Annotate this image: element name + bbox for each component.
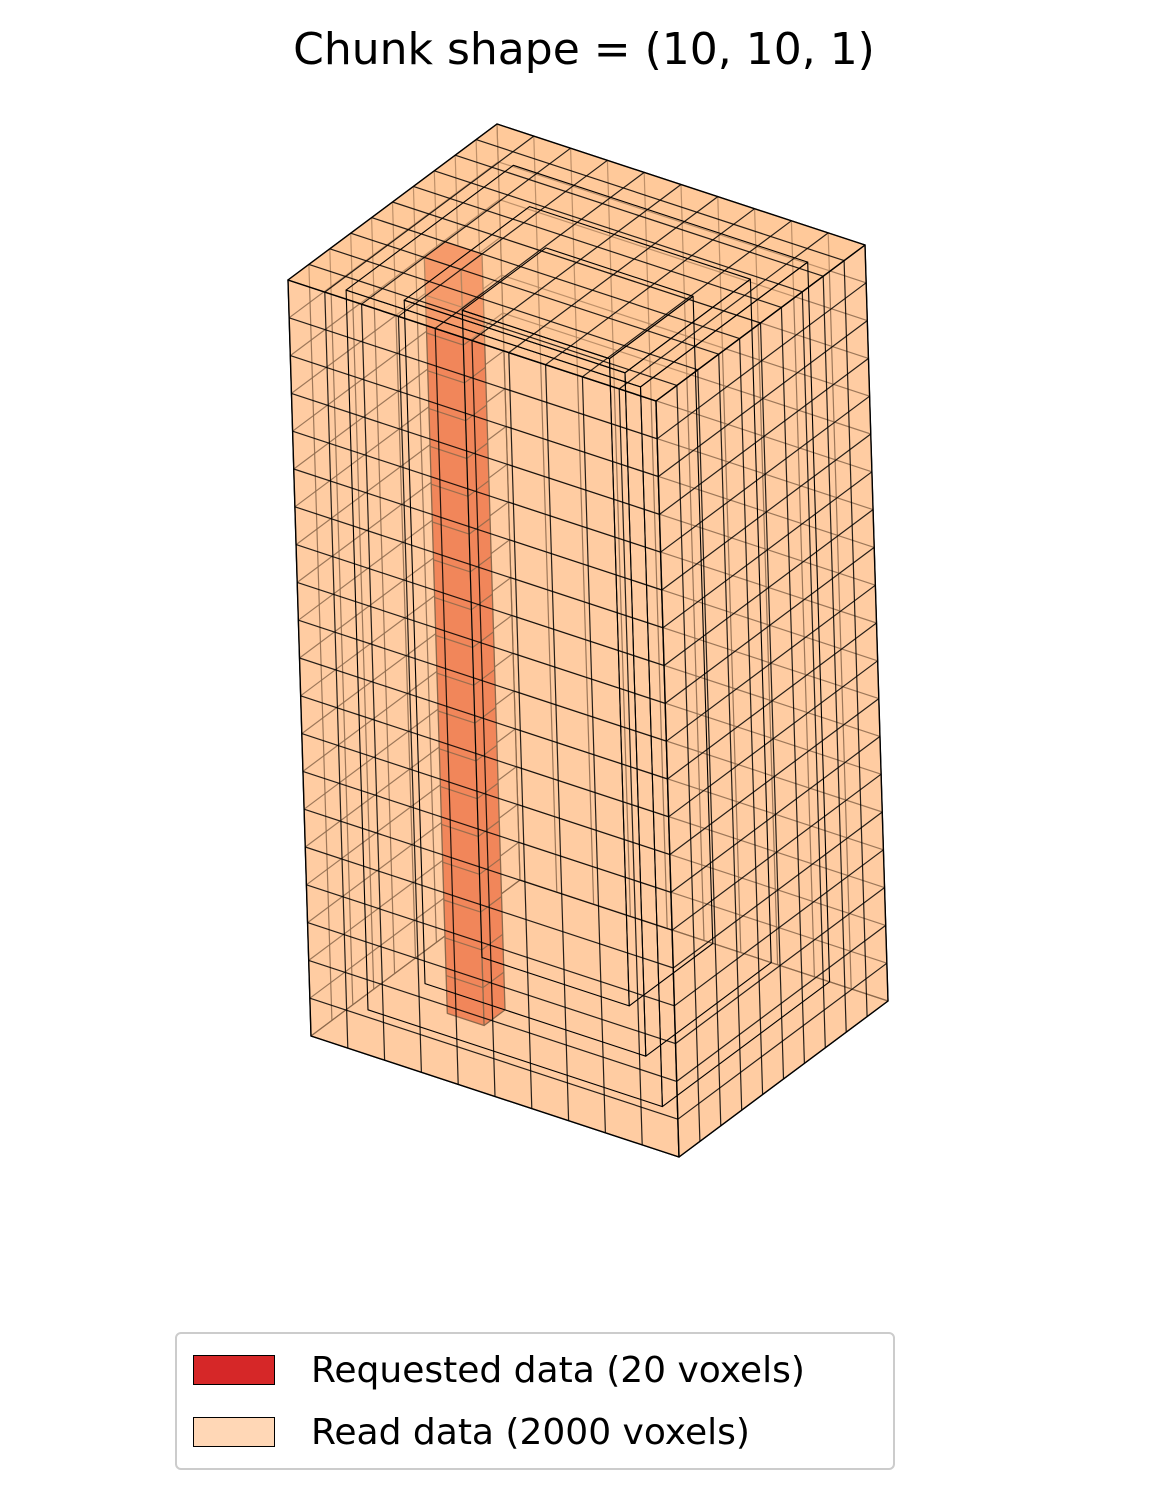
right-grid-line — [668, 660, 878, 818]
front-grid-line — [305, 846, 674, 969]
right-grid-line — [667, 622, 877, 780]
front-grid-line — [297, 581, 666, 704]
right-grid-line — [657, 320, 868, 478]
legend-item-read: Read data (2000 voxels) — [193, 1411, 750, 1453]
right-grid-line — [656, 282, 867, 440]
legend-label-read: Read data (2000 voxels) — [311, 1411, 750, 1453]
legend-swatch-requested — [193, 1355, 275, 1385]
top-grid-line — [308, 263, 678, 386]
right-grid-line — [660, 395, 870, 553]
front-grid-line — [300, 695, 669, 818]
front-grid-line — [308, 959, 677, 1082]
legend: Requested data (20 voxels) Read data (20… — [175, 1332, 895, 1470]
right-grid-line — [675, 887, 885, 1045]
front-grid-line — [306, 884, 675, 1007]
front-grid-line — [292, 430, 661, 553]
front-grid-line — [307, 922, 676, 1045]
front-grid-line — [293, 468, 662, 591]
front-grid-line — [309, 997, 679, 1120]
right-grid-line — [664, 546, 875, 704]
inner-shell-side — [624, 278, 772, 1057]
right-grid-line — [674, 849, 884, 1007]
top-grid-line — [434, 170, 803, 293]
right-grid-line — [662, 471, 873, 629]
inner-shell-side — [608, 295, 714, 1007]
front-grid-line — [288, 317, 658, 440]
right-grid-line — [677, 962, 888, 1120]
front-grid-line — [303, 808, 673, 931]
chart-title: Chunk shape = (10, 10, 1) — [293, 24, 875, 75]
legend-label-requested: Requested data (20 voxels) — [311, 1349, 805, 1391]
front-grid-line — [301, 733, 670, 856]
right-grid-line — [676, 924, 887, 1082]
top-grid-line — [392, 201, 761, 324]
legend-item-requested: Requested data (20 voxels) — [193, 1349, 805, 1391]
right-grid-line — [669, 698, 880, 856]
right-grid-line — [663, 509, 874, 667]
voxel-cube-diagram — [287, 123, 889, 1158]
front-grid-line — [298, 619, 667, 742]
top-grid-line — [371, 217, 740, 340]
front-grid-line — [290, 355, 659, 478]
right-grid-line — [661, 433, 872, 591]
front-grid-line — [291, 392, 660, 515]
right-grid-line — [672, 811, 883, 969]
front-grid-line — [302, 770, 672, 893]
front-grid-line — [295, 544, 665, 667]
top-grid-line — [329, 248, 698, 371]
right-grid-line — [670, 735, 881, 893]
inner-shell-side — [639, 261, 831, 1108]
top-grid-line — [350, 232, 719, 355]
top-grid-line — [413, 185, 782, 308]
top-grid-line — [475, 139, 845, 262]
front-grid-line — [299, 657, 668, 780]
right-grid-line — [659, 357, 869, 515]
right-grid-line — [671, 773, 882, 931]
legend-swatch-read — [193, 1417, 275, 1447]
right-grid-line — [666, 584, 876, 742]
front-grid-line — [294, 506, 664, 629]
top-grid-line — [455, 154, 824, 277]
